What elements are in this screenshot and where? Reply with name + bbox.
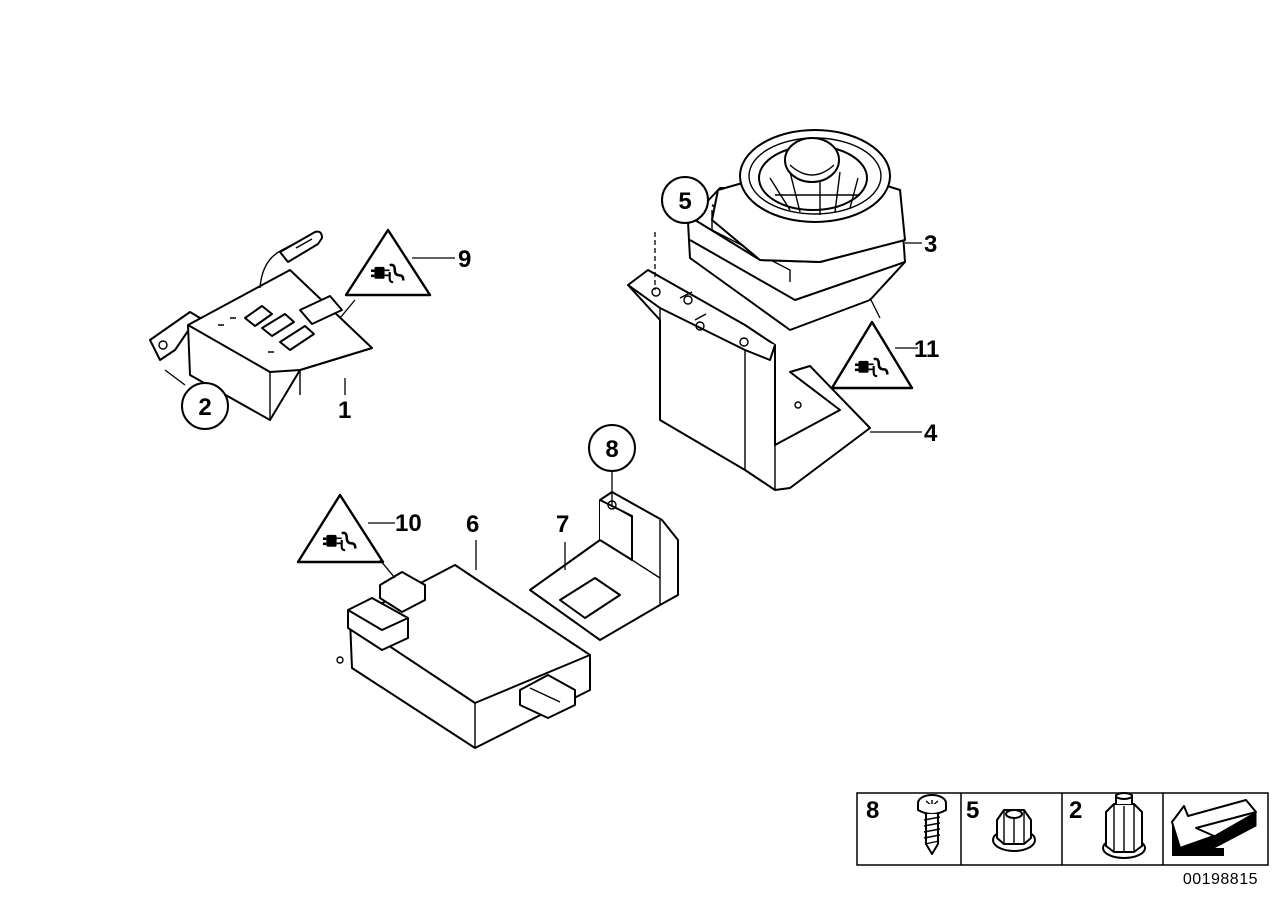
legend-cell-3-number: 2 <box>1069 797 1082 824</box>
part-1-control-module <box>149 230 373 421</box>
callout-1: 1 <box>338 397 351 424</box>
callout-5-label: 5 <box>678 188 691 215</box>
callout-10-label: 10 <box>395 510 422 537</box>
part-7-bracket <box>529 491 679 641</box>
part-4-siren-bracket <box>627 269 871 491</box>
callout-5-circle: 5 <box>661 176 709 224</box>
callout-9-label: 9 <box>458 246 471 273</box>
callout-4: 4 <box>924 420 938 447</box>
warning-triangle-11 <box>830 320 914 390</box>
callout-2-circle: 2 <box>181 382 229 430</box>
callout-8-circle: 8 <box>588 424 636 472</box>
legend-cell-2-number: 5 <box>966 797 979 824</box>
callout-8-label: 8 <box>605 436 618 463</box>
leader-lines <box>164 232 922 579</box>
callout-3: 3 <box>924 231 937 258</box>
direction-arrow-icon <box>1171 799 1257 856</box>
callout-9: 9 <box>458 246 471 273</box>
warning-triangle-9 <box>344 228 432 297</box>
callout-3-label: 3 <box>924 231 937 258</box>
reference-number: 00198815 <box>1183 871 1258 888</box>
callout-11-label: 11 <box>914 336 939 363</box>
callout-2-label: 2 <box>198 394 211 421</box>
callout-11: 11 <box>914 336 939 363</box>
hex-nut-icon <box>1102 792 1146 859</box>
callout-6: 6 <box>466 511 479 538</box>
part-3-siren <box>687 129 906 331</box>
fastener-legend: 8 5 2 <box>856 792 1269 866</box>
legend-cell-1-number: 8 <box>866 797 879 824</box>
callout-10: 10 <box>395 510 422 537</box>
screw-icon <box>917 794 947 855</box>
callout-1-label: 1 <box>338 397 351 424</box>
part-6-control-unit <box>336 564 591 749</box>
warning-triangle-10 <box>296 493 385 564</box>
callout-7-label: 7 <box>556 511 569 538</box>
callout-4-label: 4 <box>924 420 938 447</box>
callout-7: 7 <box>556 511 569 538</box>
callout-6-label: 6 <box>466 511 479 538</box>
hex-nut-icon <box>992 809 1036 852</box>
